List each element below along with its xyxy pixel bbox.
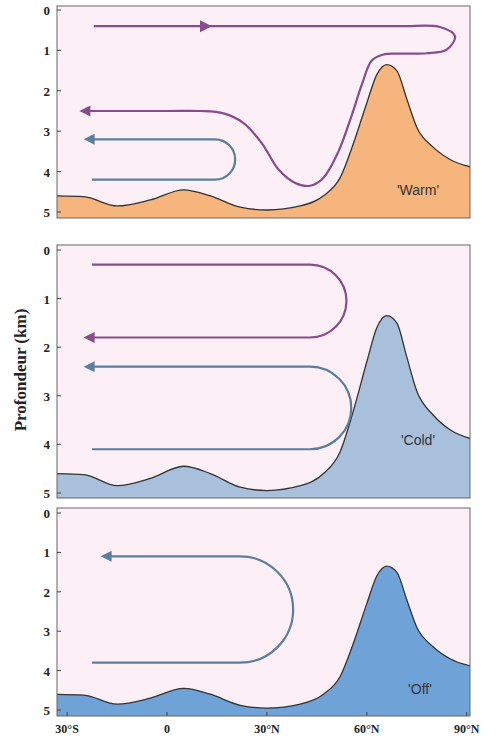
seafloor — [57, 566, 470, 716]
tick-label: 4 — [44, 438, 51, 451]
tick-label: 0 — [44, 4, 51, 17]
ocean-panel — [54, 508, 474, 716]
tick-label: 4 — [44, 165, 51, 178]
tick-label: 5 — [44, 206, 51, 219]
tick-label: 1 — [44, 546, 51, 559]
circulation-arrow — [88, 139, 235, 179]
latitude-label: 90°N — [454, 723, 479, 735]
circulation-arrow — [84, 25, 455, 186]
seafloor — [57, 316, 470, 498]
circulation-arrow — [88, 367, 351, 450]
circulation-arrow — [88, 265, 346, 338]
circulation-arrow — [92, 556, 293, 662]
ocean-panel — [54, 6, 474, 218]
seafloor — [57, 65, 470, 218]
seafloor-outline — [57, 65, 470, 210]
tick-label: 0 — [44, 244, 51, 257]
tick-label: 5 — [44, 704, 51, 717]
tick-label: 3 — [44, 625, 51, 638]
arrow-head — [200, 20, 212, 32]
tick-label: 3 — [44, 389, 51, 402]
seafloor-outline — [57, 566, 470, 708]
latitude-label: 60°N — [354, 723, 379, 735]
latitude-label: 30°S — [55, 723, 78, 735]
tick-label: 1 — [44, 44, 51, 57]
tick-label: 2 — [44, 341, 51, 354]
latitude-label: 30°N — [254, 723, 279, 735]
state-label: 'Cold' — [401, 433, 435, 447]
ocean-panel — [54, 245, 474, 498]
tick-label: 2 — [44, 84, 51, 97]
tick-label: 2 — [44, 585, 51, 598]
seafloor-outline — [57, 316, 470, 491]
latitude-label: 0 — [164, 723, 170, 735]
tick-label: 3 — [44, 125, 51, 138]
state-label: 'Warm' — [397, 183, 439, 197]
tick-label: 4 — [44, 664, 51, 677]
tick-label: 0 — [44, 507, 51, 520]
axis-title: Profondeur (km) — [12, 309, 29, 432]
tick-label: 5 — [44, 487, 51, 500]
state-label: 'Off' — [408, 682, 432, 696]
tick-label: 1 — [44, 292, 51, 305]
